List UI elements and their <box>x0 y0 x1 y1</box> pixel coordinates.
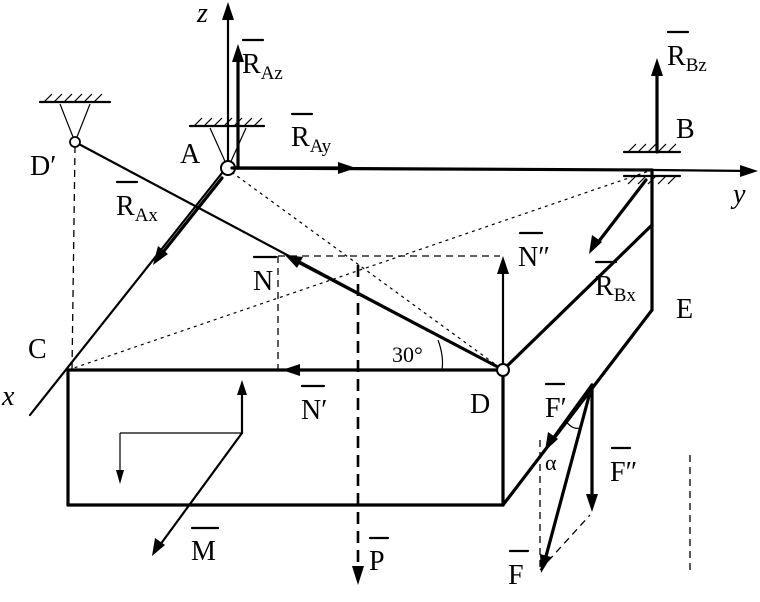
angle-30-arc <box>437 339 444 371</box>
label-y: y <box>730 179 746 210</box>
vector-r-az-head <box>232 44 244 62</box>
labels: z y x A B C D D′ E RAz RAy RAx RBz RBx N… <box>1 0 746 591</box>
label-n-prime: N′ <box>301 395 327 426</box>
y-axis-arrowhead <box>740 165 758 177</box>
label-p: P <box>369 546 385 577</box>
overbars <box>115 30 690 553</box>
label-c: C <box>28 334 47 365</box>
label-b: B <box>676 114 695 145</box>
label-n-double: N″ <box>518 242 550 273</box>
vector-f <box>543 383 594 562</box>
z-axis-arrowhead <box>222 2 234 20</box>
vector-f-prime-head <box>545 432 558 451</box>
hinge-d-prime <box>69 136 81 148</box>
vector-n-prime-head <box>282 364 300 376</box>
hinge-d <box>496 363 510 377</box>
label-d-prime: D′ <box>30 151 56 182</box>
label-r-bx: RBx <box>595 271 636 306</box>
vector-f-double-head <box>586 494 598 512</box>
label-r-bz: RBz <box>667 41 707 76</box>
vector-m <box>158 431 244 547</box>
label-r-az: RAz <box>242 49 283 84</box>
vector-n <box>296 260 498 368</box>
support-d-prime <box>38 93 112 148</box>
vector-n-double-head <box>497 256 509 274</box>
label-r-ax: RAx <box>116 191 158 226</box>
moment-bracket-head <box>116 470 124 484</box>
label-e: E <box>676 294 693 325</box>
x-axis <box>28 166 228 417</box>
vector-r-bx <box>594 178 648 247</box>
diag-c-b <box>67 169 653 371</box>
vector-p-head <box>352 566 364 585</box>
dashed-d-prime-c <box>71 145 76 371</box>
support-b <box>622 143 682 185</box>
vector-r-bz-head <box>651 58 663 76</box>
alpha-arc <box>564 419 581 429</box>
vector-f-head <box>540 554 551 573</box>
label-d: D <box>470 389 490 420</box>
label-x: x <box>1 381 15 412</box>
label-m: M <box>191 536 216 567</box>
label-r-ay: RAy <box>291 122 332 157</box>
label-z: z <box>196 0 208 29</box>
label-f-prime: F′ <box>545 393 567 424</box>
construction-lines <box>67 140 691 575</box>
vector-m-head <box>152 538 165 556</box>
moment-top-head <box>237 380 247 395</box>
label-f-double: F″ <box>610 457 637 488</box>
vector-r-ax-head <box>153 246 168 265</box>
label-n: N <box>253 266 273 297</box>
diag-a-d <box>225 167 504 371</box>
label-alpha: α <box>545 450 557 475</box>
vector-r-bx-head <box>589 235 602 254</box>
vector-r-ay-head <box>338 162 356 174</box>
vector-n-head <box>285 255 303 268</box>
vector-r-ax <box>158 176 224 258</box>
label-a: A <box>180 139 201 170</box>
label-angle-30: 30° <box>392 342 423 367</box>
vector-f-prime <box>550 383 594 442</box>
y-axis <box>650 168 754 173</box>
force-vectors <box>116 44 663 585</box>
axes <box>28 2 758 417</box>
edge-d-back <box>501 223 654 372</box>
label-f: F <box>508 560 524 591</box>
